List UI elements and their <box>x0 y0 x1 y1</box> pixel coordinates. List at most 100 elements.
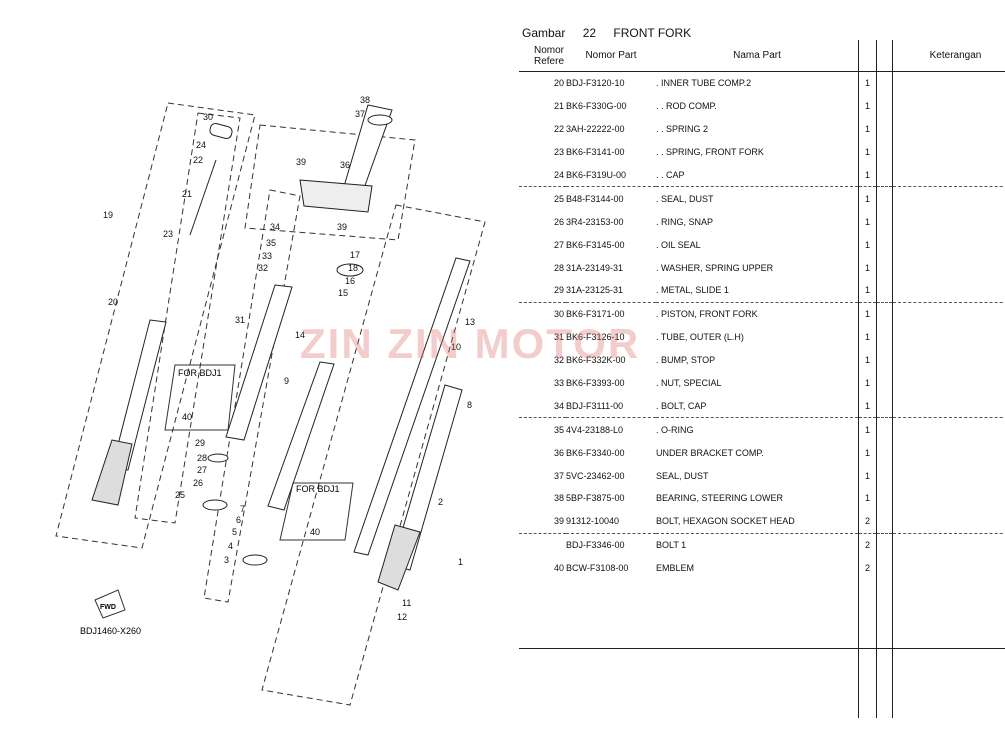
cell-flag <box>877 580 893 603</box>
cell-name: SEAL, DUST <box>656 464 859 487</box>
cell-flag <box>877 602 893 625</box>
cell-qty: 1 <box>859 141 877 164</box>
cell-qty: 1 <box>859 487 877 510</box>
col-note: Keterangan <box>893 40 1005 72</box>
cell-part: 3AH-22222-00 <box>566 118 656 141</box>
cell-qty <box>859 602 877 625</box>
cell-name: BOLT, HEXAGON SOCKET HEAD <box>656 510 859 533</box>
callout-label: 4 <box>228 541 233 551</box>
callout-label: 7 <box>240 504 245 514</box>
cell-name <box>656 695 859 718</box>
cell-name: . . SPRING, FRONT FORK <box>656 141 859 164</box>
cell-ref: 38 <box>519 487 566 510</box>
cell-name: . O-RING <box>656 418 859 441</box>
outer-tube <box>226 285 292 440</box>
cell-flag <box>877 349 893 372</box>
cell-note <box>893 695 1005 718</box>
cell-note <box>893 580 1005 603</box>
callout-label: 34 <box>270 222 280 232</box>
cell-flag <box>877 649 893 672</box>
cell-ref: 21 <box>519 95 566 118</box>
col-ref: Nomor Refere <box>519 40 566 72</box>
cell-ref: 37 <box>519 464 566 487</box>
cell-ref <box>519 672 566 695</box>
cell-qty: 1 <box>859 326 877 349</box>
callout-label: 33 <box>262 251 272 261</box>
title-number: 22 <box>583 26 596 40</box>
cell-name: . RING, SNAP <box>656 210 859 233</box>
title-prefix: Gambar <box>522 26 565 40</box>
table-row <box>519 625 1005 648</box>
cell-flag <box>877 464 893 487</box>
callout-label: 39 <box>337 222 347 232</box>
cell-flag <box>877 302 893 325</box>
cell-qty: 1 <box>859 279 877 302</box>
cell-part: BK6-F3171-00 <box>566 302 656 325</box>
callout-label: 10 <box>451 342 461 352</box>
cell-name: . OIL SEAL <box>656 233 859 256</box>
callout-label: 36 <box>340 160 350 170</box>
cell-part: 91312-10040 <box>566 510 656 533</box>
diagram-svg: 3837363939302422211923203435333217181615… <box>0 0 510 724</box>
callout-label: 25 <box>175 490 185 500</box>
callout-labels: 3837363939302422211923203435333217181615… <box>103 95 475 622</box>
cell-part: 31A-23125-31 <box>566 279 656 302</box>
parts-list: Gambar 22 FRONT FORK Nomor Refere Nomor … <box>516 0 1005 724</box>
cell-part: BK6-F3141-00 <box>566 141 656 164</box>
callout-label: 37 <box>355 109 365 119</box>
cell-ref: 35 <box>519 418 566 441</box>
callout-label: 5 <box>232 527 237 537</box>
cell-flag <box>877 533 893 556</box>
callout-label: 3 <box>224 555 229 565</box>
callout-label: 2 <box>438 497 443 507</box>
cell-flag <box>877 625 893 648</box>
col-qty <box>859 40 877 72</box>
cell-name: EMBLEM <box>656 557 859 580</box>
col-flag <box>877 40 893 72</box>
cell-part: BK6-F332K-00 <box>566 349 656 372</box>
cell-flag <box>877 487 893 510</box>
cell-name: . BUMP, STOP <box>656 349 859 372</box>
cell-name <box>656 625 859 648</box>
cell-note <box>893 625 1005 648</box>
cell-qty: 1 <box>859 233 877 256</box>
cell-part: BK6-F330G-00 <box>566 95 656 118</box>
cell-qty: 2 <box>859 533 877 556</box>
cell-ref: 29 <box>519 279 566 302</box>
callout-label: 13 <box>465 317 475 327</box>
parts-table: Nomor Refere Nomor Part Nama Part Ketera… <box>519 40 1005 718</box>
cell-note <box>893 441 1005 464</box>
cell-name: BEARING, STEERING LOWER <box>656 487 859 510</box>
cell-qty: 1 <box>859 164 877 187</box>
fork-bottom-left <box>92 440 132 505</box>
box2-ref: 40 <box>310 527 320 537</box>
cell-name: . SEAL, DUST <box>656 187 859 210</box>
cell-flag <box>877 95 893 118</box>
cell-qty: 1 <box>859 302 877 325</box>
callout-label: 23 <box>163 229 173 239</box>
col-part: Nomor Part <box>566 40 656 72</box>
cell-note <box>893 256 1005 279</box>
cell-part: BCW-F3108-00 <box>566 557 656 580</box>
fwd-label: FWD <box>100 604 116 611</box>
cell-qty: 1 <box>859 95 877 118</box>
cell-part: 31A-23149-31 <box>566 256 656 279</box>
callout-label: 6 <box>236 515 241 525</box>
callout-label: 31 <box>235 315 245 325</box>
cell-note <box>893 210 1005 233</box>
cell-qty <box>859 672 877 695</box>
